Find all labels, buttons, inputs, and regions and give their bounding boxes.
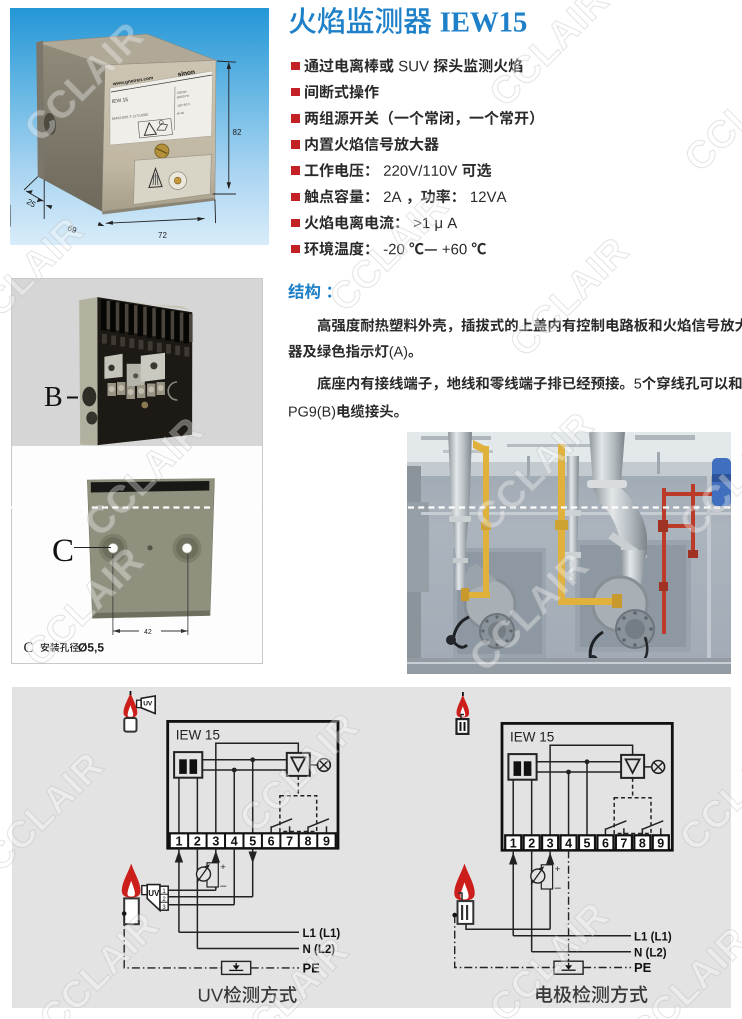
- svg-text:UV: UV: [148, 889, 160, 898]
- svg-text:+: +: [555, 864, 561, 875]
- svg-text:8: 8: [305, 835, 312, 849]
- svg-text:B: B: [44, 382, 63, 413]
- svg-text:IEW 15: IEW 15: [176, 727, 220, 742]
- svg-text:1: 1: [510, 837, 517, 851]
- svg-text:9: 9: [657, 837, 664, 851]
- svg-text:2: 2: [194, 835, 201, 849]
- svg-text:3: 3: [547, 837, 554, 851]
- svg-text:3: 3: [212, 835, 219, 849]
- svg-text:8: 8: [639, 837, 646, 851]
- svg-text:PE: PE: [303, 961, 321, 976]
- svg-text:50/60 Hz: 50/60 Hz: [177, 94, 190, 100]
- svg-text:C: C: [52, 533, 74, 569]
- svg-text:72: 72: [158, 231, 167, 240]
- svg-text:4: 4: [231, 835, 238, 849]
- svg-text:2: 2: [528, 837, 535, 851]
- svg-text:6: 6: [602, 837, 609, 851]
- svg-text:N (L2): N (L2): [303, 944, 336, 956]
- svg-text:9: 9: [323, 835, 330, 849]
- svg-text:UV: UV: [143, 701, 153, 708]
- svg-text:–: –: [555, 882, 562, 894]
- svg-text:-20/+60 C: -20/+60 C: [177, 102, 192, 108]
- svg-text:5: 5: [249, 835, 256, 849]
- svg-text:N (L2): N (L2): [634, 948, 667, 960]
- svg-text:IEW 15: IEW 15: [112, 97, 129, 105]
- svg-text:6: 6: [268, 835, 275, 849]
- svg-text:69: 69: [66, 224, 78, 236]
- svg-text:1: 1: [175, 835, 182, 849]
- svg-text:L1 (L1): L1 (L1): [303, 928, 341, 940]
- svg-text:5: 5: [584, 837, 591, 851]
- svg-text:4: 4: [565, 837, 572, 851]
- svg-text:sinon: sinon: [177, 69, 195, 79]
- svg-text:82: 82: [233, 128, 242, 137]
- svg-text:2: 2: [162, 897, 166, 903]
- svg-text:IP 40: IP 40: [177, 111, 185, 116]
- svg-text:+: +: [220, 862, 226, 873]
- svg-text:L1 (L1): L1 (L1): [634, 931, 672, 943]
- svg-text:230min: 230min: [177, 89, 188, 95]
- svg-text:3: 3: [162, 905, 166, 911]
- svg-text:7: 7: [620, 837, 627, 851]
- svg-text:1: 1: [162, 889, 166, 895]
- svg-text:PE: PE: [634, 960, 652, 975]
- svg-text:42: 42: [144, 629, 152, 636]
- svg-text:7: 7: [286, 835, 293, 849]
- svg-text:654321001 F 117/18325: 654321001 F 117/18325: [112, 113, 149, 121]
- svg-text:–: –: [220, 880, 227, 892]
- svg-text:IEW 15: IEW 15: [510, 729, 554, 744]
